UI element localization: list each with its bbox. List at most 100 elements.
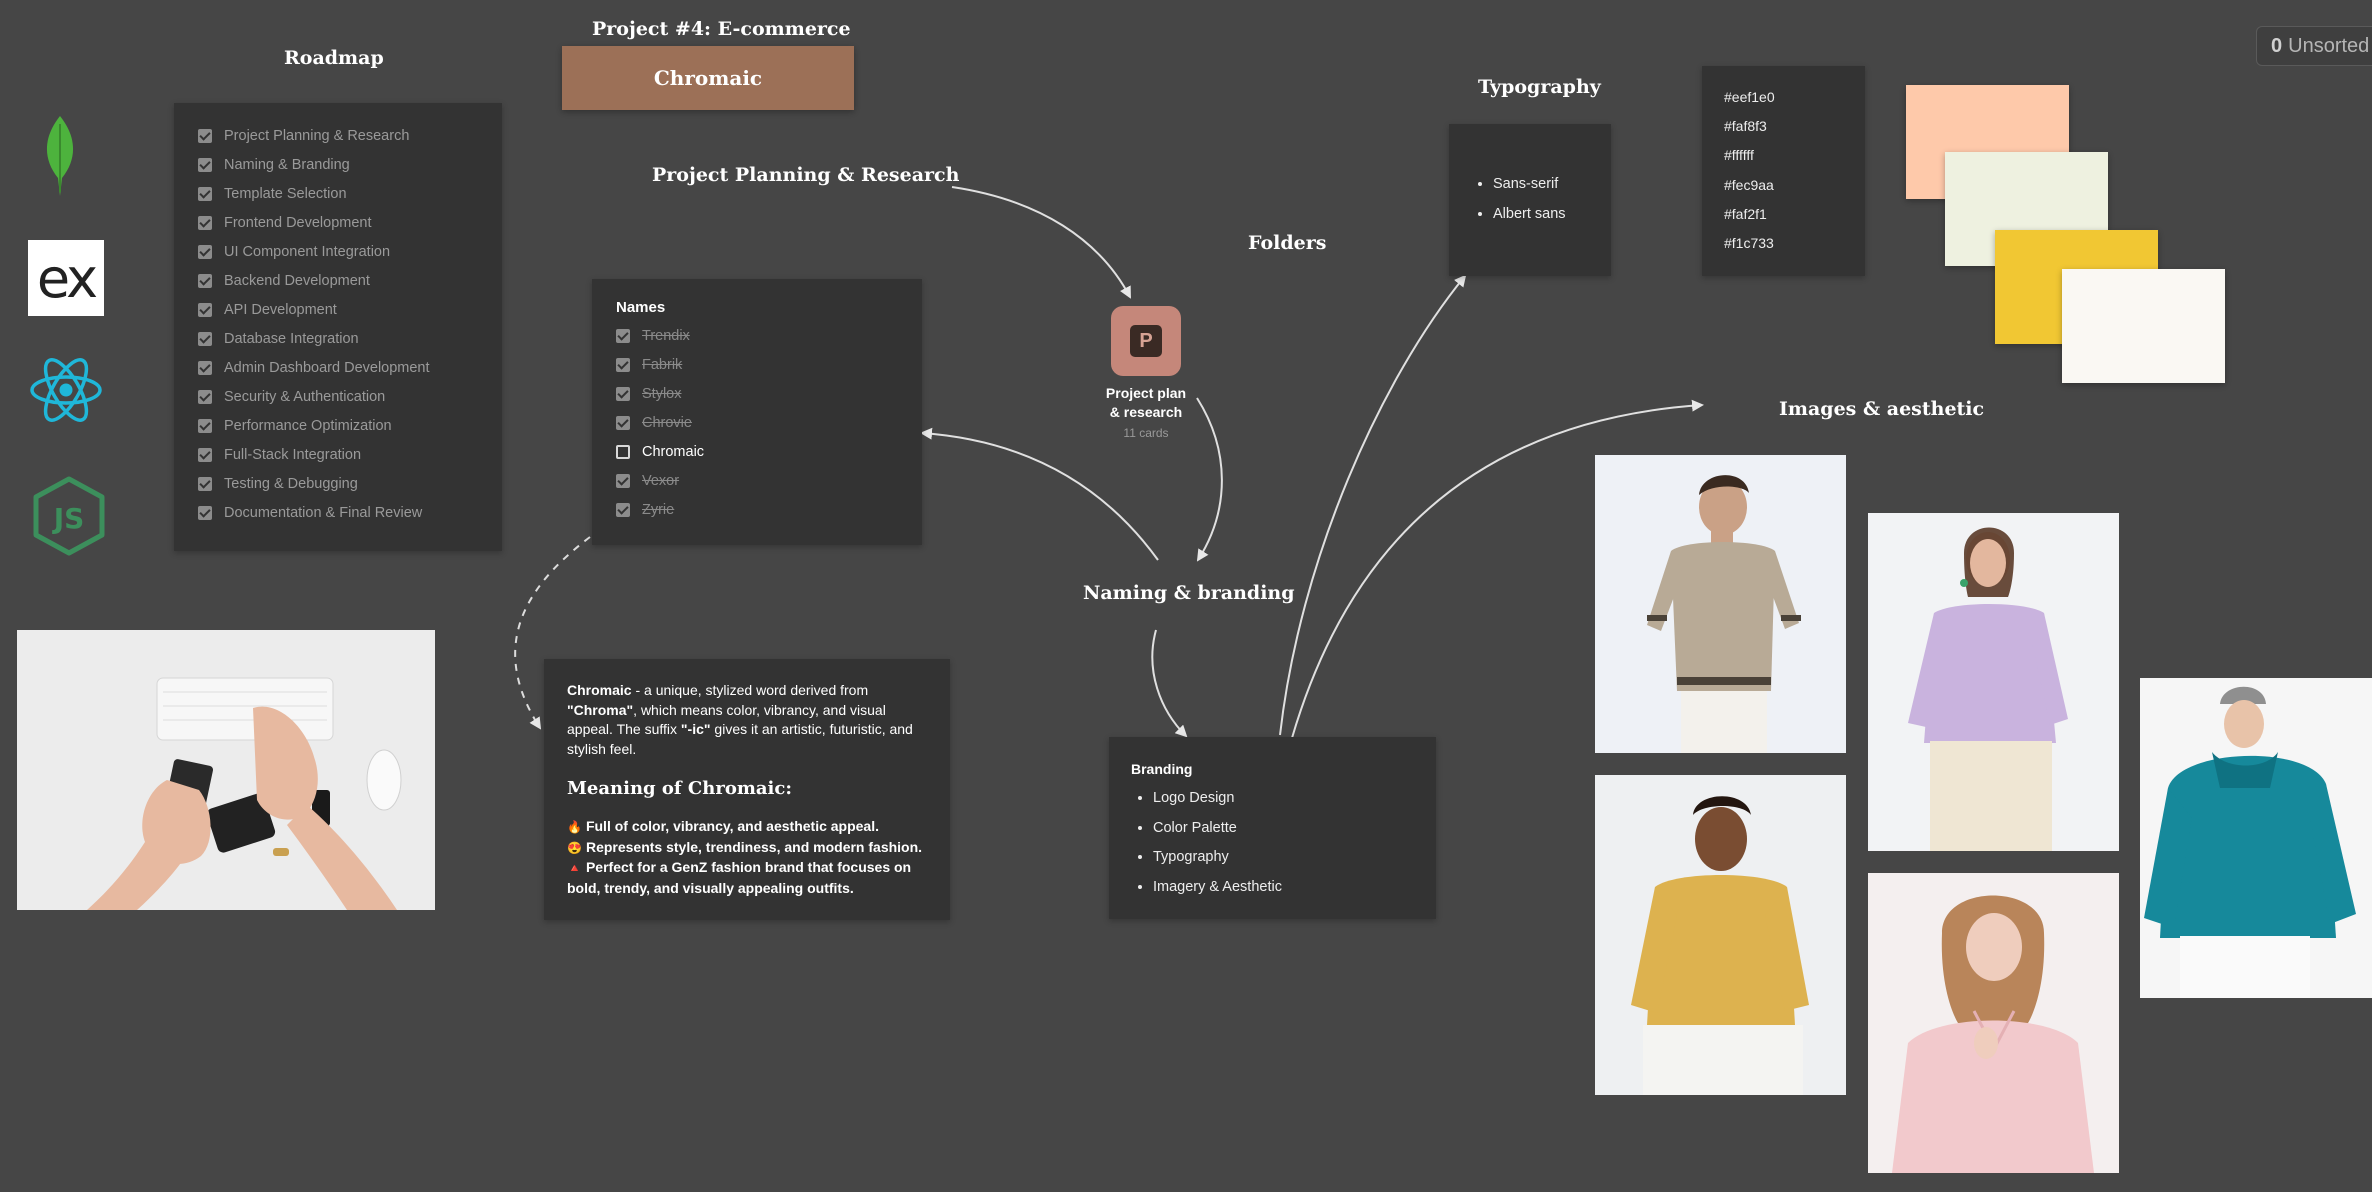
desk-keyboard-photo[interactable]	[17, 630, 435, 910]
name-option[interactable]: Trendix	[616, 321, 704, 350]
name-option[interactable]: Chrovie	[616, 408, 704, 437]
roadmap-item-label: Backend Development	[224, 272, 370, 289]
roadmap-item[interactable]: Security & Authentication	[198, 382, 430, 411]
swatch-4[interactable]	[2062, 269, 2225, 383]
roadmap-item[interactable]: API Development	[198, 295, 430, 324]
branding-card[interactable]: Branding Logo DesignColor PaletteTypogra…	[1109, 737, 1436, 919]
roadmap-item-label: Database Integration	[224, 330, 359, 347]
branding-item: Typography	[1153, 843, 1282, 873]
photo-man-yellow-sweater[interactable]	[1595, 775, 1846, 1095]
checkbox-checked-icon[interactable]	[198, 389, 212, 404]
checkbox-checked-icon[interactable]	[616, 357, 630, 372]
photo-man-polo[interactable]	[1595, 455, 1846, 753]
checkbox-checked-icon[interactable]	[198, 505, 212, 520]
roadmap-item-label: Admin Dashboard Development	[224, 359, 430, 376]
checkbox-checked-icon[interactable]	[616, 386, 630, 401]
photo-woman-lilac[interactable]	[1868, 513, 2119, 851]
checkbox-checked-icon[interactable]	[198, 244, 212, 259]
nodejs-icon: JS	[32, 476, 106, 556]
project-title: Project #4: E-commerce	[592, 18, 851, 40]
unsorted-badge[interactable]: 0 Unsorted	[2256, 26, 2372, 66]
checkbox-checked-icon[interactable]	[616, 473, 630, 488]
express-icon: ex	[28, 240, 104, 316]
checkbox-checked-icon[interactable]	[198, 273, 212, 288]
checkbox-checked-icon[interactable]	[198, 447, 212, 462]
branding-item: Logo Design	[1153, 784, 1282, 814]
checkbox-empty-icon[interactable]	[616, 444, 630, 459]
meaning-point-icon: 😍	[567, 840, 582, 855]
roadmap-item-label: Testing & Debugging	[224, 475, 358, 492]
branding-title: Branding	[1131, 761, 1193, 777]
checkbox-checked-icon[interactable]	[198, 157, 212, 172]
meaning-point-text: Represents style, trendiness, and modern…	[585, 838, 923, 855]
name-option[interactable]: Vexor	[616, 466, 704, 495]
checkbox-checked-icon[interactable]	[198, 476, 212, 491]
meaning-point: 🔥Full of color, vibrancy, and aesthetic …	[567, 817, 931, 838]
roadmap-item[interactable]: Full-Stack Integration	[198, 440, 430, 469]
arrow-board-to-naming	[1196, 397, 1223, 562]
roadmap-item-label: Documentation & Final Review	[224, 504, 423, 521]
checkbox-checked-icon[interactable]	[616, 415, 630, 430]
roadmap-item-label: UI Component Integration	[224, 243, 391, 260]
color-code: #fec9aa	[1724, 176, 1774, 193]
project-name: Chromaic	[653, 66, 763, 90]
name-option[interactable]: Chromaic	[616, 437, 704, 466]
name-option[interactable]: Fabrik	[616, 350, 704, 379]
typography-item: Sans-serif	[1493, 170, 1566, 200]
checkbox-checked-icon[interactable]	[616, 328, 630, 343]
roadmap-item[interactable]: Testing & Debugging	[198, 469, 430, 498]
checkbox-checked-icon[interactable]	[198, 360, 212, 375]
meaning-point-icon: 🔥	[567, 820, 582, 834]
checkbox-checked-icon[interactable]	[198, 331, 212, 346]
react-icon	[28, 352, 104, 428]
names-title: Names	[616, 299, 666, 316]
checkbox-checked-icon[interactable]	[616, 502, 630, 517]
meaning-point-text: Perfect for a GenZ fashion brand that fo…	[567, 859, 912, 896]
name-option-label: Trendix	[642, 327, 690, 344]
name-option-label: Fabrik	[642, 356, 683, 373]
mongodb-icon	[38, 114, 82, 198]
roadmap-item[interactable]: Template Selection	[198, 179, 430, 208]
color-codes-card[interactable]: #eef1e0#faf8f3#ffffff#fec9aa#faf2f1#f1c7…	[1702, 66, 1865, 276]
checkbox-checked-icon[interactable]	[198, 215, 212, 230]
roadmap-item[interactable]: Documentation & Final Review	[198, 498, 430, 527]
chromaic-desc-3: gives it an artistic, futuristic, and st…	[567, 721, 913, 757]
roadmap-item-label: Project Planning & Research	[224, 127, 410, 144]
project-name-banner[interactable]: Chromaic	[562, 46, 854, 110]
name-option-label: Chromaic	[642, 443, 705, 460]
meaning-point: 🔺Perfect for a GenZ fashion brand that f…	[567, 858, 931, 898]
roadmap-item-label: Naming & Branding	[224, 156, 350, 173]
board-title: Project plan & research	[1105, 385, 1187, 420]
typography-card[interactable]: Sans-serifAlbert sans	[1449, 124, 1611, 276]
images-heading: Images & aesthetic	[1779, 398, 1985, 420]
color-code: #f1c733	[1724, 235, 1774, 252]
roadmap-item[interactable]: Performance Optimization	[198, 411, 430, 440]
checkbox-checked-icon[interactable]	[198, 128, 212, 143]
folders-label: Folders	[1248, 232, 1327, 254]
roadmap-item[interactable]: Frontend Development	[198, 208, 430, 237]
checkbox-checked-icon[interactable]	[198, 418, 212, 433]
roadmap-item[interactable]: UI Component Integration	[198, 237, 430, 266]
roadmap-item[interactable]: Naming & Branding	[198, 150, 430, 179]
name-option-label: Zyrie	[642, 501, 675, 518]
meaning-point: 😍Represents style, trendiness, and moder…	[567, 838, 931, 859]
project-board-link[interactable]: P Project plan & research 11 cards	[1092, 306, 1200, 446]
meaning-point-icon: 🔺	[567, 861, 582, 875]
roadmap-item[interactable]: Project Planning & Research	[198, 121, 430, 150]
chromaic-card[interactable]: Chromaic - a unique, stylized word deriv…	[544, 659, 950, 920]
board-card-count: 11 cards	[1123, 426, 1169, 440]
roadmap-item[interactable]: Database Integration	[198, 324, 430, 353]
roadmap-item[interactable]: Admin Dashboard Development	[198, 353, 430, 382]
photo-teal-jacket[interactable]	[2140, 678, 2372, 998]
roadmap-item-label: Template Selection	[224, 185, 347, 202]
unsorted-count: 0	[2271, 34, 2283, 57]
name-option[interactable]: Zyrie	[616, 495, 704, 524]
name-option[interactable]: Stylox	[616, 379, 704, 408]
branding-item: Imagery & Aesthetic	[1153, 873, 1282, 903]
checkbox-checked-icon[interactable]	[198, 186, 212, 201]
checkbox-checked-icon[interactable]	[198, 302, 212, 317]
photo-woman-pink[interactable]	[1868, 873, 2119, 1173]
roadmap-item[interactable]: Backend Development	[198, 266, 430, 295]
